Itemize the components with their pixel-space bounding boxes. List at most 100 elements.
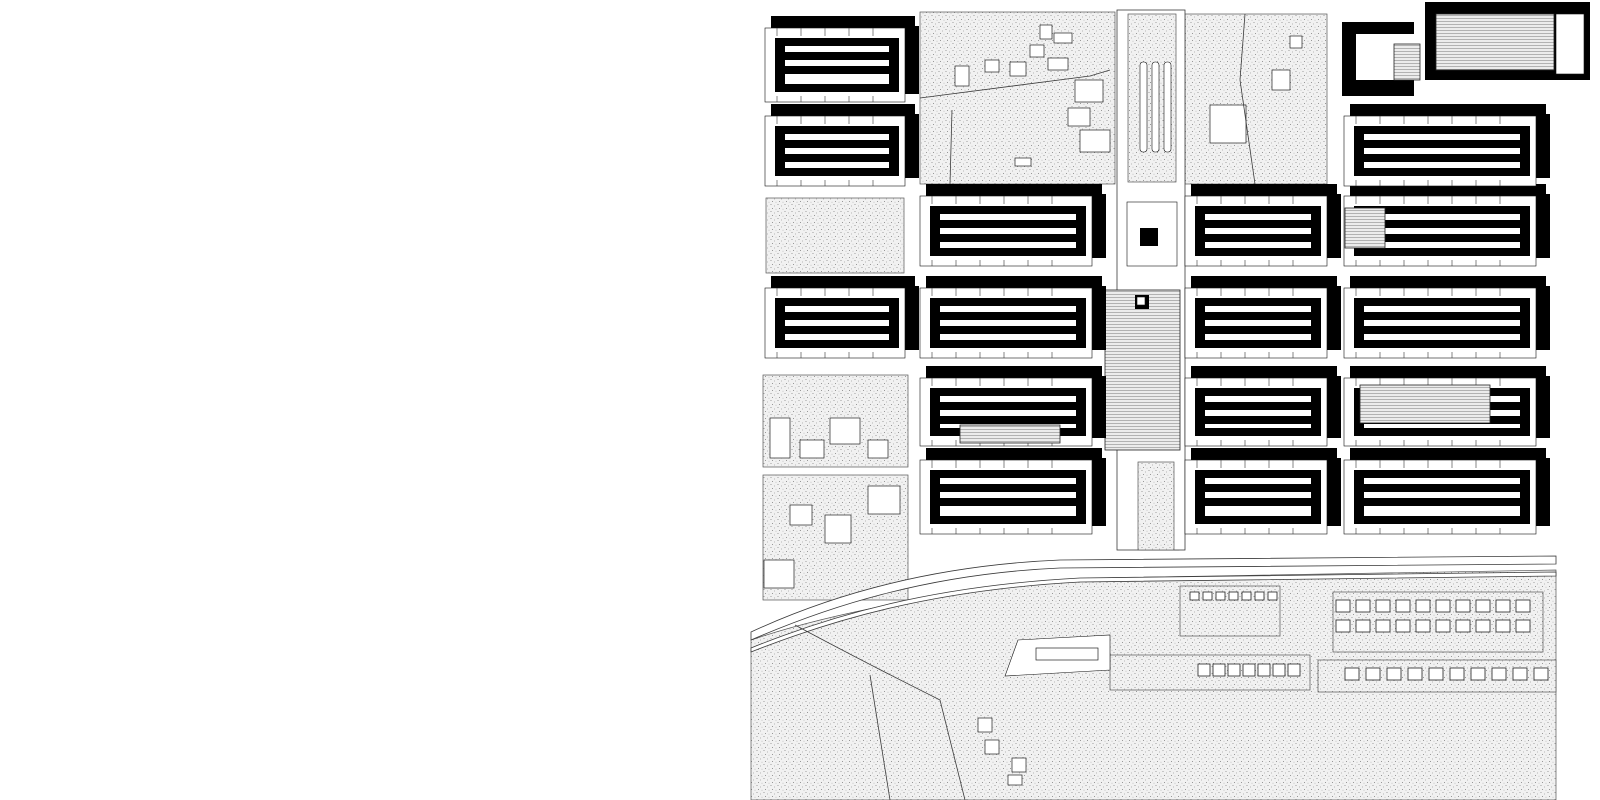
- block-bar: [1354, 248, 1528, 256]
- block-bar: [1354, 484, 1528, 492]
- block-bar: [775, 340, 897, 348]
- house: [867, 485, 901, 515]
- inner-courtyard: [1435, 13, 1555, 71]
- row-house: [1449, 667, 1465, 681]
- row-house: [1435, 599, 1451, 613]
- block-bar: [1354, 298, 1528, 306]
- row-house: [1428, 667, 1444, 681]
- hatched-courtyard: [959, 424, 1061, 444]
- row-house: [1512, 667, 1528, 681]
- house: [1209, 104, 1247, 144]
- row-house: [1475, 619, 1491, 633]
- small-courtyard: [1393, 43, 1421, 81]
- block-spine: [1520, 470, 1530, 524]
- block-bar: [1354, 168, 1528, 176]
- house: [829, 417, 861, 445]
- block-spine: [1195, 470, 1205, 524]
- block-bar: [1195, 248, 1319, 256]
- block-bar: [930, 470, 1084, 478]
- row-house: [1455, 599, 1471, 613]
- block-bar: [930, 516, 1084, 524]
- block-spine: [930, 206, 940, 256]
- block-end-wall: [905, 114, 919, 178]
- block-spine: [889, 298, 899, 348]
- house: [1011, 757, 1027, 773]
- block-spine: [1195, 298, 1205, 348]
- block-bar: [775, 126, 897, 134]
- block-bar: [775, 326, 897, 334]
- house: [789, 504, 813, 526]
- housing-block: [764, 276, 919, 359]
- housing-block: [1184, 276, 1341, 359]
- row-house: [1495, 599, 1511, 613]
- block-bar: [775, 312, 897, 320]
- row-house: [1533, 667, 1549, 681]
- row-house: [1395, 619, 1411, 633]
- block-bar: [1354, 312, 1528, 320]
- row-house: [1242, 663, 1256, 677]
- block-bar: [930, 298, 1084, 306]
- row-house: [1227, 663, 1241, 677]
- block-spine: [1311, 206, 1321, 256]
- block-end-wall: [1536, 376, 1550, 438]
- courtyard-wing: [1555, 13, 1585, 75]
- block-bar: [930, 340, 1084, 348]
- block-spine: [1354, 298, 1364, 348]
- block-end-wall: [1327, 286, 1341, 350]
- block-bar: [1195, 340, 1319, 348]
- block-bar: [1195, 388, 1319, 396]
- hatched-courtyard: [1344, 207, 1386, 249]
- block-spine: [1354, 126, 1364, 176]
- block-bar: [1354, 220, 1528, 228]
- block-roof-north: [1350, 448, 1546, 460]
- house: [1014, 157, 1032, 167]
- block-bar: [1354, 140, 1528, 148]
- hatched-courtyard: [1359, 384, 1491, 424]
- house: [1074, 79, 1104, 103]
- block-spine: [930, 298, 940, 348]
- block-spine: [889, 126, 899, 176]
- block-roof-north: [1350, 104, 1546, 116]
- block-bar: [1354, 154, 1528, 162]
- block-bar: [1354, 428, 1528, 436]
- block-end-wall: [1092, 458, 1106, 526]
- row-house: [1215, 591, 1226, 601]
- block-end-wall: [905, 26, 919, 94]
- house: [1067, 107, 1091, 127]
- block-end-wall: [905, 286, 919, 350]
- garden-bed: [1163, 61, 1172, 153]
- row-house: [1272, 663, 1286, 677]
- plot-northeast: [1184, 13, 1328, 185]
- block-bar: [930, 234, 1084, 242]
- building-wing: [1342, 22, 1414, 34]
- block-end-wall: [1092, 376, 1106, 438]
- block-bar: [1354, 126, 1528, 134]
- row-house: [1455, 619, 1471, 633]
- block-bar: [1354, 498, 1528, 506]
- block-roof-north: [926, 366, 1102, 378]
- lane: [919, 69, 1111, 99]
- house: [1009, 61, 1027, 77]
- row-house-units: [1189, 591, 1549, 681]
- block-spine: [930, 388, 940, 436]
- row-house: [1355, 619, 1371, 633]
- block-roof-north: [1191, 276, 1337, 288]
- block-end-wall: [1092, 286, 1106, 350]
- block-spine: [1076, 298, 1086, 348]
- house: [1079, 129, 1111, 153]
- block-roof-north: [1350, 366, 1546, 378]
- block-bar: [1195, 516, 1319, 524]
- block-bar: [1195, 402, 1319, 410]
- block-bar: [1195, 234, 1319, 242]
- block-spine: [775, 298, 785, 348]
- row-house: [1375, 599, 1391, 613]
- block-bar: [1354, 516, 1528, 524]
- block-end-wall: [1327, 458, 1341, 526]
- row-house: [1335, 599, 1351, 613]
- block-spine: [1076, 470, 1086, 524]
- block-end-wall: [1092, 194, 1106, 258]
- block-bar: [930, 484, 1084, 492]
- row-house: [1202, 591, 1213, 601]
- house: [1047, 57, 1069, 71]
